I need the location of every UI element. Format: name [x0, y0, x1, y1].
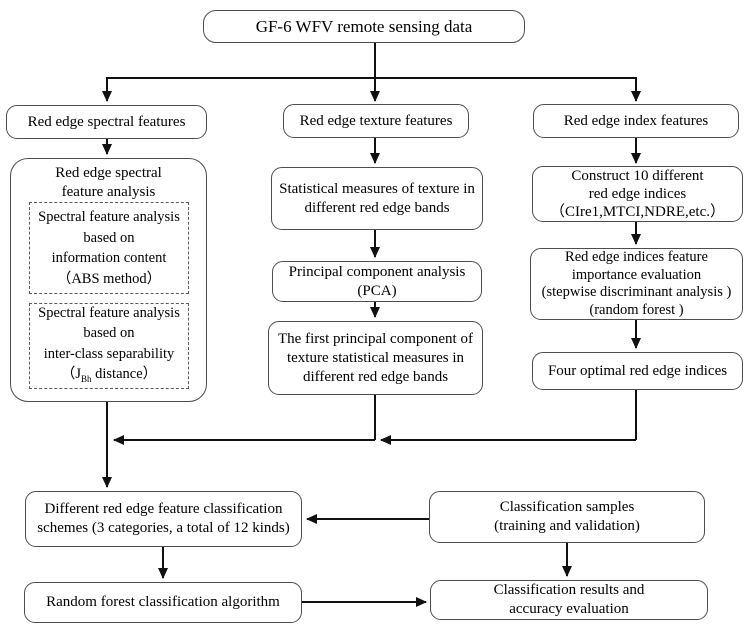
optimal-indices-box: Four optimal red edge indices	[532, 352, 743, 390]
jbh-suffix: distance）	[91, 366, 158, 383]
construct-line2: red edge indices	[588, 186, 687, 202]
schemes-line2: schemes (3 categories, a total of 12 kin…	[37, 520, 290, 536]
pca-line2: (PCA)	[357, 282, 397, 299]
separability-line4: （JBh distance）	[61, 364, 157, 389]
results-line2: accuracy evaluation	[509, 601, 629, 617]
importance-evaluation-box: Red edge indices feature importance eval…	[530, 248, 743, 320]
title-text: GF-6 WFV remote sensing data	[255, 17, 473, 36]
separability-line3: inter-class separability	[43, 345, 175, 362]
classification-samples-box: Classification samples (training and val…	[429, 491, 705, 543]
statistical-measures-box: Statistical measures of texture in diffe…	[271, 167, 483, 230]
spectral-features-header: Red edge spectral features	[27, 113, 186, 130]
separability-line2: based on	[83, 325, 135, 342]
construct-line1: Construct 10 different	[571, 168, 704, 184]
importance-line3: (stepwise discriminant analysis )	[541, 284, 732, 300]
classification-schemes-box: Different red edge feature classificatio…	[25, 491, 302, 547]
pca-box: Principal component analysis (PCA)	[272, 261, 482, 302]
spectral-analysis-title-line1: Red edge spectral	[55, 165, 162, 181]
texture-features-header: Red edge texture features	[299, 112, 453, 129]
construct-indices-box: Construct 10 different red edge indices …	[532, 166, 743, 222]
statistical-line1: Statistical measures of texture in	[279, 180, 475, 197]
random-forest-text: Random forest classification algorithm	[46, 594, 280, 610]
info-content-line3: information content	[51, 250, 167, 266]
importance-line4: (random forest )	[589, 301, 684, 318]
jbh-subscript: Bh	[81, 373, 92, 384]
info-content-analysis-box: Spectral feature analysis based on infor…	[29, 202, 189, 294]
spectral-features-header-box: Red edge spectral features	[6, 105, 207, 139]
spectral-analysis-box: Red edge spectral feature analysis Spect…	[10, 158, 207, 402]
index-features-header: Red edge index features	[563, 112, 709, 129]
random-forest-box: Random forest classification algorithm	[24, 582, 302, 623]
first-pc-line3: different red edge bands	[302, 368, 449, 385]
first-principal-component-box: The first principal component of texture…	[268, 321, 483, 395]
construct-line3: （CIre1,MTCI,NDRE,etc.）	[550, 204, 725, 220]
optimal-indices-text: Four optimal red edge indices	[547, 362, 728, 379]
texture-features-header-box: Red edge texture features	[283, 104, 469, 138]
jbh-prefix: （J	[60, 366, 81, 383]
info-content-line2: based on	[83, 229, 135, 246]
info-content-line1: Spectral feature analysis	[38, 209, 180, 225]
title-box: GF-6 WFV remote sensing data	[203, 10, 525, 43]
samples-line2: (training and validation)	[494, 518, 640, 534]
index-features-header-box: Red edge index features	[533, 104, 739, 138]
results-line1: Classification results and	[493, 582, 645, 598]
pca-line1: Principal component analysis	[288, 263, 466, 280]
separability-analysis-box: Spectral feature analysis based on inter…	[29, 303, 189, 389]
schemes-line1: Different red edge feature classificatio…	[44, 501, 283, 517]
importance-line2: importance evaluation	[571, 266, 702, 283]
first-pc-line1: The first principal component of	[278, 330, 473, 347]
info-content-line4: （ABS method）	[56, 270, 162, 287]
importance-line1: Red edge indices feature	[565, 249, 708, 265]
spectral-analysis-title-line2: feature analysis	[61, 184, 156, 200]
separability-line1: Spectral feature analysis	[38, 304, 180, 321]
first-pc-line2: texture statistical measures in	[286, 349, 465, 366]
statistical-line2: different red edge bands	[304, 199, 450, 216]
samples-line1: Classification samples	[499, 499, 635, 515]
classification-results-box: Classification results and accuracy eval…	[430, 580, 708, 620]
